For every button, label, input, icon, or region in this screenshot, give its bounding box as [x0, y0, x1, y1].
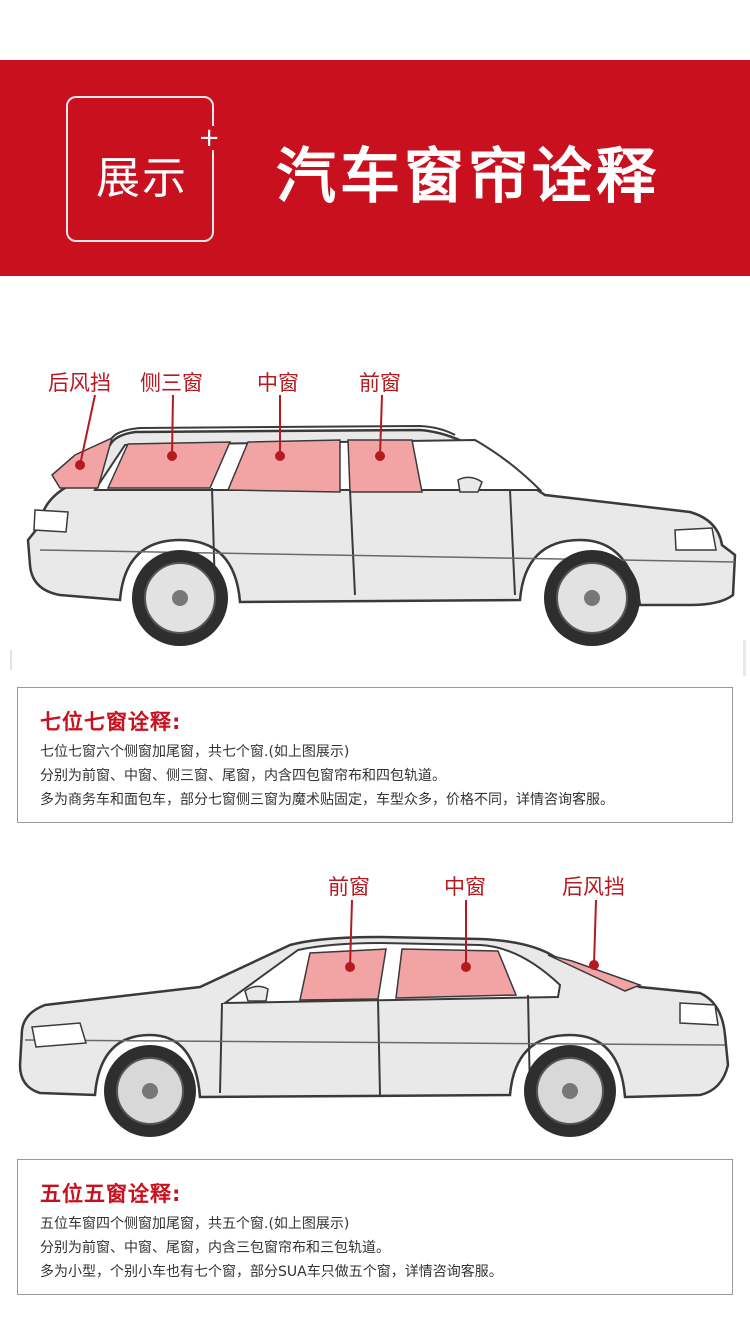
label-rear-windshield: 后风挡 — [48, 371, 111, 395]
label-side-third-window: 侧三窗 — [140, 371, 203, 395]
divider-mark — [10, 650, 12, 670]
info-box-five-window: 五位五窗诠释: 五位车窗四个侧窗加尾窗，共五个窗.(如上图展示) 分别为前窗、中… — [17, 1159, 733, 1295]
display-badge: 展示 + — [66, 96, 222, 242]
divider-mark — [743, 640, 746, 676]
badge-label: 展示 — [96, 153, 188, 204]
info-line: 多为商务车和面包车，部分七窗侧三窗为魔术贴固定，车型众多，价格不同，详情咨询客服… — [40, 792, 614, 808]
info-title: 五位五窗诠释: — [40, 1182, 182, 1206]
info-title: 七位七窗诠释: — [40, 710, 182, 734]
wagon-car-illustration — [26, 394, 737, 646]
info-line: 多为小型，个别小车也有七个窗，部分SUA车只做五个窗，详情咨询客服。 — [40, 1264, 503, 1280]
info-line: 分别为前窗、中窗、侧三窗、尾窗，内含四包窗帘布和四包轨道。 — [40, 768, 446, 784]
label-rear-windshield: 后风挡 — [562, 875, 625, 899]
sedan-car-illustration — [18, 899, 730, 1137]
info-line: 分别为前窗、中窗、尾窗，内含三包窗帘布和三包轨道。 — [40, 1240, 390, 1256]
info-box-seven-window: 七位七窗诠释: 七位七窗六个侧窗加尾窗，共七个窗.(如上图展示) 分别为前窗、中… — [17, 687, 733, 823]
label-middle-window: 中窗 — [444, 875, 486, 899]
label-middle-window: 中窗 — [257, 371, 299, 395]
plus-icon: + — [196, 123, 222, 153]
info-line: 五位车窗四个侧窗加尾窗，共五个窗.(如上图展示) — [40, 1216, 350, 1232]
label-front-window: 前窗 — [328, 875, 370, 899]
info-line: 七位七窗六个侧窗加尾窗，共七个窗.(如上图展示) — [40, 744, 350, 760]
label-front-window: 前窗 — [359, 371, 401, 395]
header-banner: 展示 + 汽车窗帘诠释 — [0, 60, 750, 276]
page-title: 汽车窗帘诠释 — [276, 142, 660, 212]
